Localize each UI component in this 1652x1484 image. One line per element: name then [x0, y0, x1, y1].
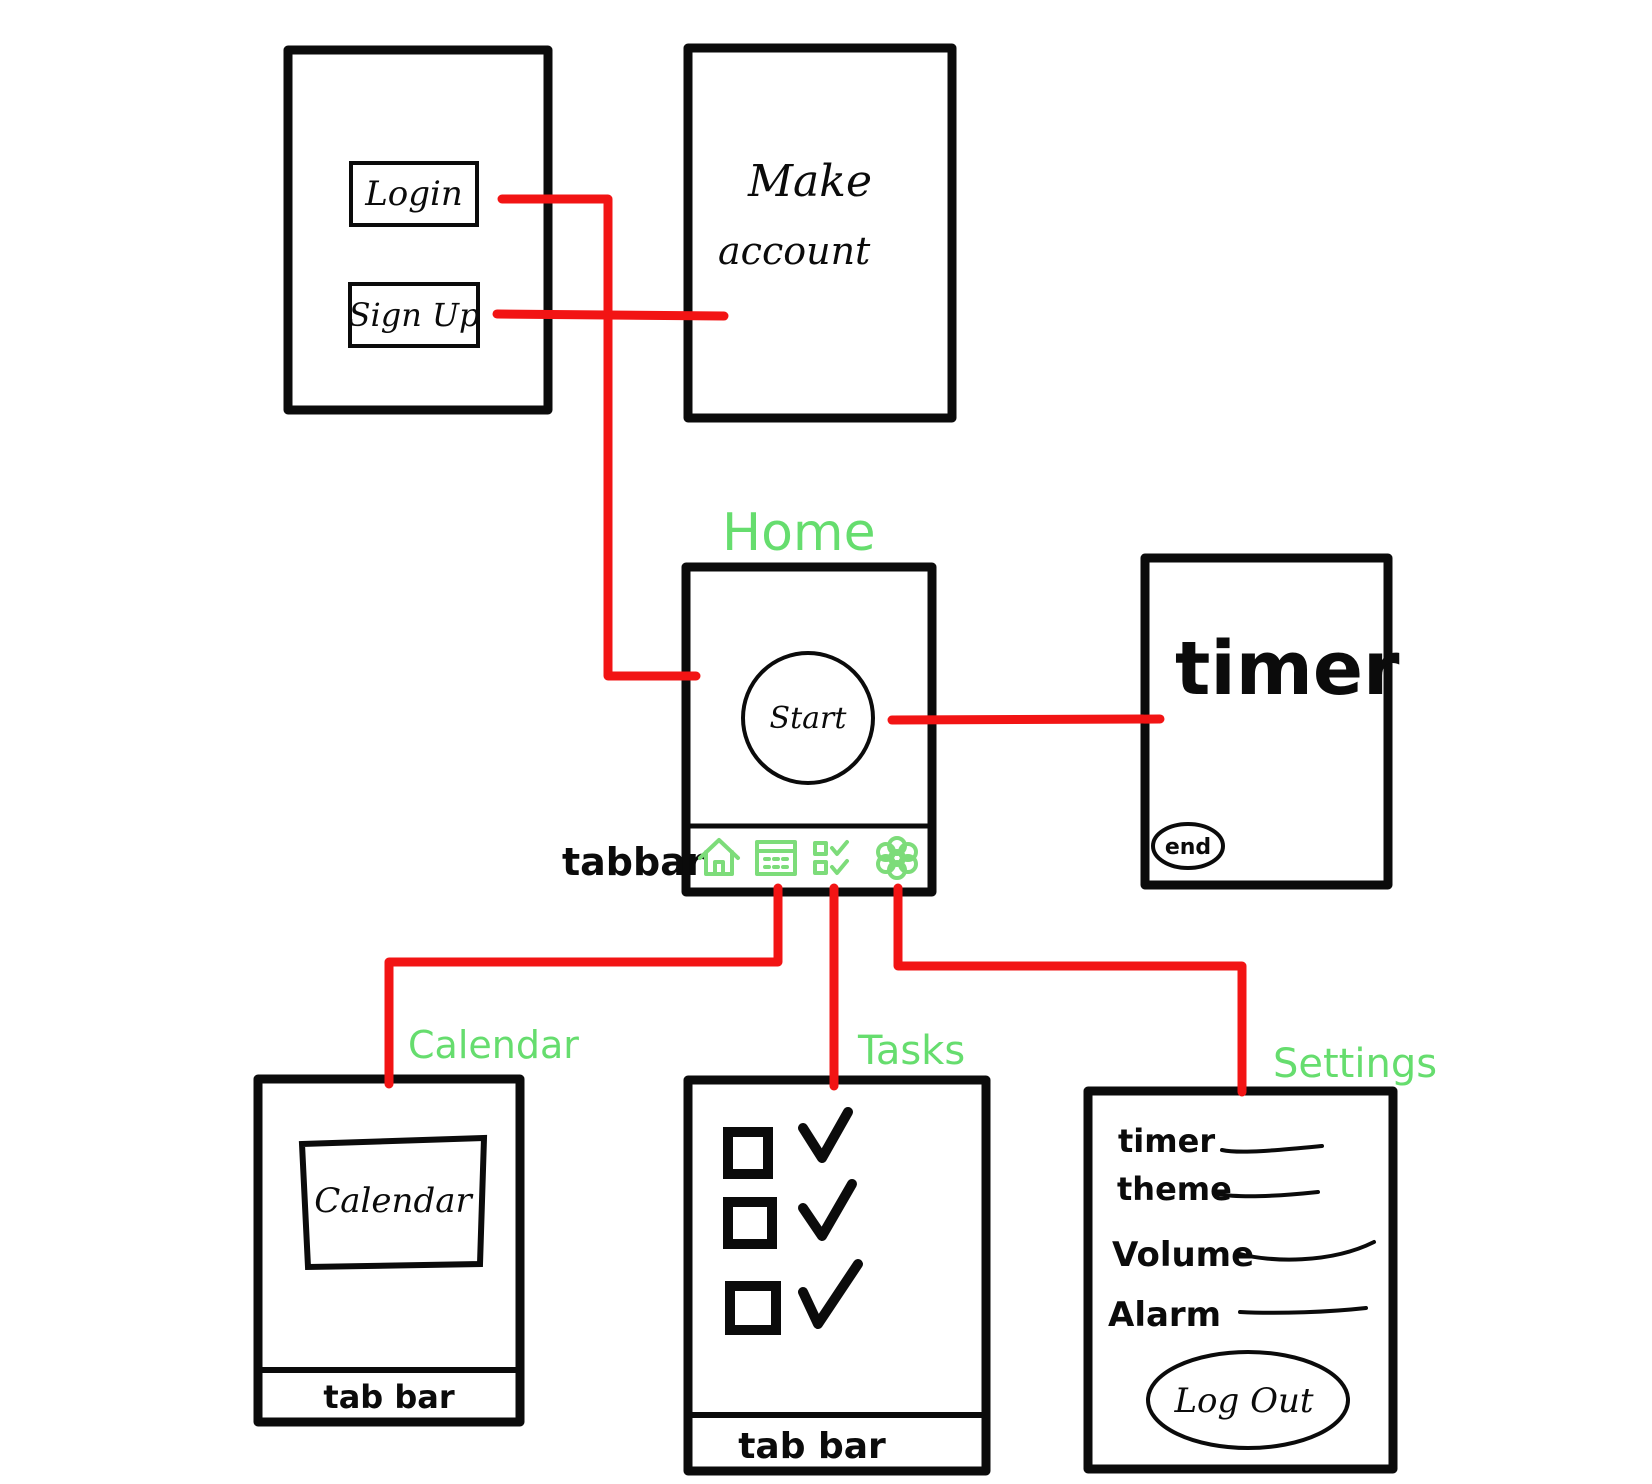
make-account-screen: Make account: [683, 43, 957, 423]
task-item[interactable]: [723, 1179, 857, 1249]
calendar-widget[interactable]: [298, 1134, 488, 1271]
login-to-home-connector: [497, 194, 701, 681]
settings-option-volume[interactable]: Volume: [1112, 1235, 1376, 1275]
home-screen: Home Start tabbar: [562, 503, 937, 897]
task-item[interactable]: [723, 1107, 853, 1179]
settings-option-label: Volume: [1112, 1235, 1254, 1275]
tasks-screen: Tasks tab bar: [683, 1028, 991, 1476]
signup-button[interactable]: Sign Up: [348, 282, 480, 348]
settings-option-label: timer: [1118, 1122, 1215, 1160]
logout-button[interactable]: Log Out: [1146, 1350, 1350, 1450]
logout-button-label: Log Out: [1173, 1381, 1313, 1421]
home-icon[interactable]: [698, 838, 740, 876]
tasks-tabbar-label: tab bar: [738, 1426, 886, 1467]
calendar-screen: Calendar Calendar tab bar: [253, 1023, 579, 1427]
settings-screen-title: Settings: [1273, 1041, 1437, 1087]
calendar-screen-title: Calendar: [408, 1023, 579, 1067]
start-to-timer-connector: [887, 714, 1165, 725]
settings-option-timer[interactable]: timer: [1118, 1122, 1324, 1160]
make-account-screen-frame: [683, 43, 957, 423]
start-button[interactable]: Start: [741, 651, 875, 785]
login-button-label: Login: [364, 174, 463, 214]
end-button[interactable]: end: [1151, 822, 1225, 870]
calendar-tab-connector: [384, 883, 783, 1089]
tasks-icon[interactable]: [813, 840, 849, 875]
signup-to-make-account-connector: [492, 309, 729, 321]
settings-option-theme[interactable]: theme: [1117, 1170, 1320, 1208]
tasks-screen-title: Tasks: [857, 1028, 965, 1074]
home-screen-title: Home: [722, 503, 876, 563]
tasks-screen-frame: [683, 1075, 991, 1476]
settings-screen-frame: [1083, 1086, 1398, 1474]
timer-screen-title: timer: [1175, 626, 1400, 712]
timer-screen-frame: [1140, 553, 1393, 890]
start-button-label: Start: [770, 701, 848, 736]
home-screen-frame: [681, 562, 937, 897]
settings-icon[interactable]: [876, 836, 918, 880]
calendar-tabbar-label: tab bar: [323, 1378, 454, 1416]
end-button-label: end: [1165, 835, 1211, 860]
calendar-widget-label: Calendar: [314, 1181, 473, 1221]
login-screen-frame: [283, 45, 553, 415]
signup-button-label: Sign Up: [349, 296, 480, 334]
make-account-line2: account: [718, 229, 871, 273]
login-screen: Login Sign Up: [283, 45, 553, 415]
tabbar-annotation: tabbar: [562, 840, 705, 884]
settings-option-label: Alarm: [1108, 1295, 1221, 1335]
make-account-line1: Make: [747, 156, 872, 207]
login-button[interactable]: Login: [349, 161, 479, 227]
settings-tab-connector: [893, 883, 1247, 1097]
calendar-icon[interactable]: [755, 840, 797, 876]
settings-screen: Settings timer theme Volume Alarm Log Ou…: [1083, 1041, 1437, 1474]
settings-option-alarm[interactable]: Alarm: [1108, 1295, 1368, 1335]
task-item[interactable]: [725, 1259, 863, 1335]
settings-option-label: theme: [1117, 1170, 1232, 1208]
timer-screen: timer end: [1140, 553, 1400, 890]
flow-connectors: [384, 194, 1247, 1097]
